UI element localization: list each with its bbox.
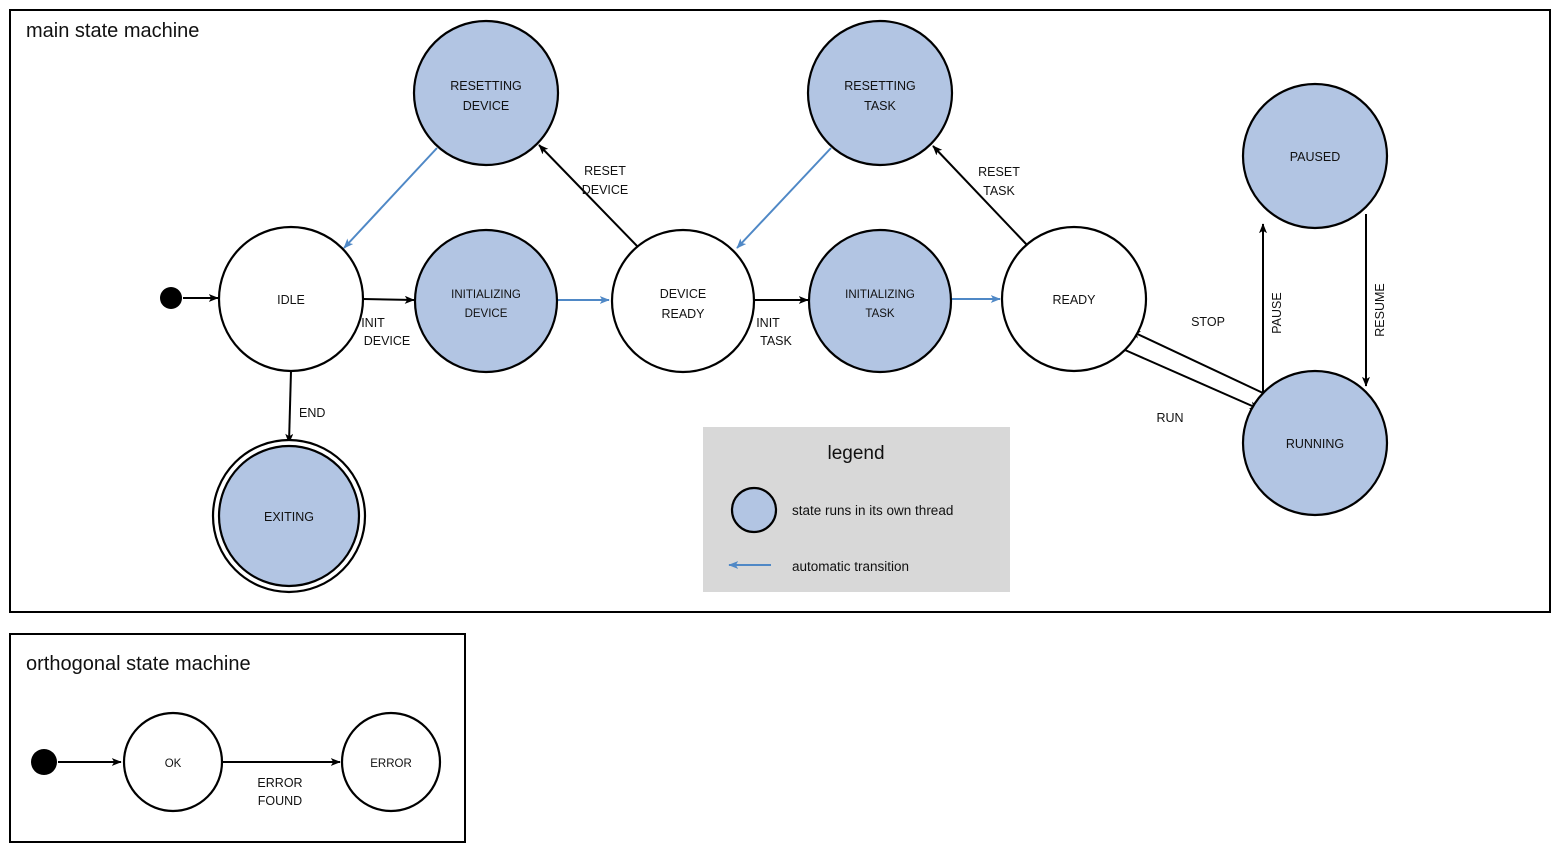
state-ok-label: OK xyxy=(165,758,182,770)
edge-resetting-task-to-device-ready xyxy=(736,147,832,249)
legend-item-threaded-state: state runs in its own thread xyxy=(730,486,953,534)
edge-label-error-found-line1: ERROR xyxy=(257,776,302,790)
main-transitions-layer: INIT DEVICE END RESET DEVICE INIT TASK xyxy=(160,144,1387,444)
main-states-layer: IDLE RESETTING DEVICE INITIALIZING DEVIC… xyxy=(211,19,1389,594)
state-initializing-task-label-line1: INITIALIZING xyxy=(845,289,915,301)
state-running-shape xyxy=(1241,369,1389,517)
state-initializing-device-label-line2: DEVICE xyxy=(465,308,508,320)
transition-running-to-paused[interactable]: PAUSE xyxy=(1259,223,1284,400)
edge-label-init-device-line2: DEVICE xyxy=(364,334,411,348)
edge-label-reset-device-line1: RESET xyxy=(584,164,626,178)
state-exiting-label: EXITING xyxy=(264,510,314,524)
main-frame-title: main state machine xyxy=(26,20,199,42)
state-paused[interactable]: PAUSED xyxy=(1241,82,1389,230)
edge-label-pause: PAUSE xyxy=(1270,292,1284,333)
legend-threaded-state-swatch xyxy=(730,486,778,534)
edge-running-to-ready xyxy=(1130,330,1264,394)
state-resetting-task-shape xyxy=(806,19,954,167)
transition-device-ready-to-resetting-device[interactable]: RESET DEVICE xyxy=(538,144,638,247)
transition-paused-to-running[interactable]: RESUME xyxy=(1362,214,1387,387)
edge-label-run: RUN xyxy=(1156,411,1183,425)
state-paused-shape xyxy=(1241,82,1389,230)
edge-label-init-task-line1: INIT xyxy=(756,316,780,330)
edge-label-resume: RESUME xyxy=(1373,283,1387,336)
edge-label-init-device-line1: INIT xyxy=(361,316,385,330)
state-resetting-device[interactable]: RESETTING DEVICE xyxy=(412,19,560,167)
state-running[interactable]: RUNNING xyxy=(1241,369,1389,517)
transition-resetting-task-to-device-ready[interactable] xyxy=(736,147,832,249)
state-error[interactable]: ERROR xyxy=(340,711,442,813)
edge-ready-to-resetting-task xyxy=(932,145,1029,247)
state-device-ready-label-line2: READY xyxy=(661,307,705,321)
state-initializing-task[interactable]: INITIALIZING TASK xyxy=(807,228,953,374)
state-error-shape xyxy=(340,711,442,813)
transition-ok-to-error[interactable]: ERROR FOUND xyxy=(222,758,341,808)
state-resetting-task[interactable]: RESETTING TASK xyxy=(806,19,954,167)
state-ready[interactable]: READY xyxy=(1000,225,1148,373)
edge-label-reset-task-line2: TASK xyxy=(983,184,1015,198)
transition-start-to-idle[interactable] xyxy=(160,287,219,309)
state-resetting-device-label-line1: RESETTING xyxy=(450,79,522,93)
transition-resetting-device-to-idle[interactable] xyxy=(343,147,438,249)
state-idle-shape xyxy=(217,225,365,373)
state-ok-shape xyxy=(122,711,224,813)
state-initializing-device-label-line1: INITIALIZING xyxy=(451,289,521,301)
legend-automatic-transition-label: automatic transition xyxy=(792,559,909,574)
edge-label-reset-device-line2: DEVICE xyxy=(582,183,629,197)
state-initializing-device-shape xyxy=(413,228,559,374)
transition-running-to-ready[interactable]: STOP xyxy=(1130,315,1264,394)
state-initializing-task-shape xyxy=(807,228,953,374)
state-initializing-task-label-line2: TASK xyxy=(865,308,895,320)
edge-label-stop: STOP xyxy=(1191,315,1225,329)
orthogonal-frame-title: orthogonal state machine xyxy=(26,653,251,675)
state-running-label: RUNNING xyxy=(1286,437,1344,451)
state-device-ready-shape xyxy=(610,228,756,374)
edge-device-ready-to-resetting-device xyxy=(538,144,638,247)
state-idle[interactable]: IDLE xyxy=(217,225,365,373)
state-resetting-device-shape xyxy=(412,19,560,167)
state-resetting-task-label-line2: TASK xyxy=(864,99,896,113)
state-paused-label: PAUSED xyxy=(1290,150,1340,164)
state-idle-label: IDLE xyxy=(277,293,305,307)
initial-state-dot xyxy=(160,287,182,309)
orthogonal-state-machine-frame: orthogonal state machine ERROR FOUND OK … xyxy=(9,633,466,843)
legend-threaded-state-label: state runs in its own thread xyxy=(792,503,953,518)
state-exiting[interactable]: EXITING xyxy=(211,438,367,594)
transition-idle-to-initializing-device[interactable]: INIT DEVICE xyxy=(361,295,415,348)
state-ok[interactable]: OK xyxy=(122,711,224,813)
edge-label-end: END xyxy=(299,406,325,420)
state-ready-label: READY xyxy=(1052,293,1096,307)
orthogonal-initial-state-dot xyxy=(31,749,57,775)
state-device-ready-label-line1: DEVICE xyxy=(660,287,707,301)
state-initializing-device[interactable]: INITIALIZING DEVICE xyxy=(413,228,559,374)
edge-idle-to-exiting xyxy=(285,370,294,444)
edge-label-init-task-line2: TASK xyxy=(760,334,792,348)
state-ready-shape xyxy=(1000,225,1148,373)
transition-ready-to-running[interactable]: RUN xyxy=(1124,349,1260,425)
edge-label-error-found-line2: FOUND xyxy=(258,794,302,808)
legend: legend state runs in its own thread auto… xyxy=(703,427,1010,592)
edge-label-reset-task-line1: RESET xyxy=(978,165,1020,179)
state-error-label: ERROR xyxy=(370,758,412,770)
transition-start-to-ok[interactable] xyxy=(31,749,122,775)
state-device-ready[interactable]: DEVICE READY xyxy=(610,228,756,374)
state-exiting-shape xyxy=(217,444,361,588)
legend-title: legend xyxy=(827,443,884,464)
transition-device-ready-to-initializing-task[interactable]: INIT TASK xyxy=(755,296,809,348)
legend-item-automatic-transition: automatic transition xyxy=(728,559,909,574)
edge-idle-to-initializing-device xyxy=(362,295,415,304)
transition-ready-to-resetting-task[interactable]: RESET TASK xyxy=(932,145,1029,247)
edge-ready-to-running xyxy=(1124,349,1260,410)
transition-idle-to-exiting[interactable]: END xyxy=(285,370,325,444)
state-resetting-task-label-line1: RESETTING xyxy=(844,79,916,93)
edge-resetting-device-to-idle xyxy=(343,147,438,249)
state-resetting-device-label-line2: DEVICE xyxy=(463,99,510,113)
